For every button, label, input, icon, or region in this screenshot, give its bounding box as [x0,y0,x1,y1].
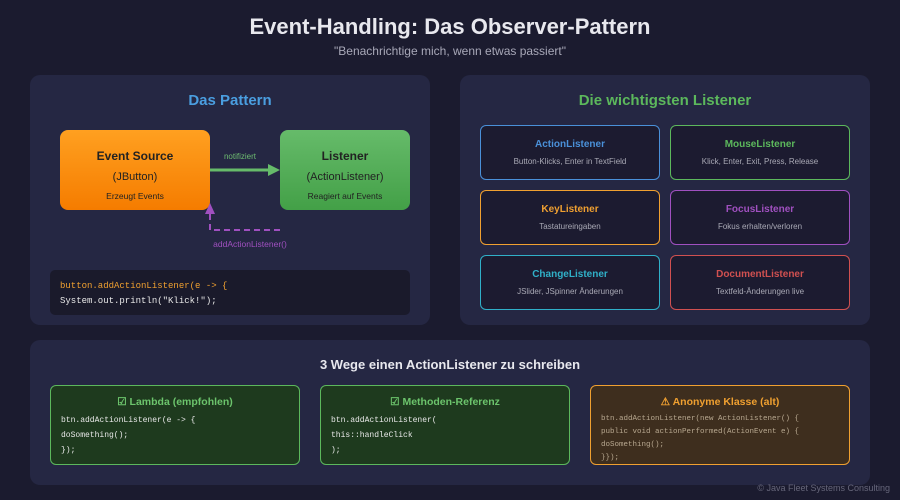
listener-name: FocusListener [725,204,795,215]
listener-desc: Klick, Enter, Exit, Press, Release [701,157,819,166]
pattern-title: Das Pattern [188,92,272,109]
code-line: button.addActionListener(e -> { [60,281,228,291]
event-source-box: Event Source (JButton) Erzeugt Events [60,130,210,210]
way-title: Lambda (empfohlen) [129,396,233,408]
code-line: btn.addActionListener(new ActionListener… [601,415,800,423]
way-title: Methoden-Referenz [402,396,500,408]
listeners-title: Die wichtigsten Listener [578,92,752,109]
checkbox-icon: ☑ [390,396,400,408]
way-title: Anonyme Klasse (alt) [672,396,780,408]
way-card: ☑ Lambda (empfohlen) btn.addActionListene… [50,385,300,465]
code-line: btn.addActionListener( [331,416,437,425]
listener-name: MouseListener [724,139,796,150]
pattern-code: button.addActionListener(e -> { System.o… [50,270,410,315]
listener-desc: Textfeld-Änderungen live [715,287,805,296]
code-line: }}); [601,454,620,462]
pattern-panel: Das Pattern Event Source (JButton) Erzeu… [30,75,430,325]
code-line: System.out.println("Klick!"); [60,296,217,306]
source-type: (JButton) [112,171,158,183]
page-subtitle: "Benachrichtige mich, wenn etwas passier… [334,44,566,58]
listener-type: (ActionListener) [306,171,384,183]
listener-title: Listener [321,149,369,163]
way-card: ☑ Methoden-Referenz btn.addActionListener… [320,385,570,465]
page-title: Event-Handling: Das Observer-Pattern [249,14,651,39]
footer-copyright: © Java Fleet Systems Consulting [757,483,890,493]
code-line: public void actionPerformed(ActionEvent … [601,428,800,436]
code-line: doSomething(); [601,441,665,449]
code-line: ); [331,446,341,455]
notify-label: notifiziert [223,152,256,161]
listener-desc: Button-Klicks, Enter in TextField [513,157,627,166]
warning-icon: ⚠ [660,396,671,408]
listener-name: KeyListener [541,204,599,215]
pattern-arrows [205,164,280,231]
listener-name: DocumentListener [716,269,804,280]
source-desc: Erzeugt Events [106,191,164,201]
code-line: doSomething(); [61,431,129,440]
listener-name: ActionListener [534,139,605,150]
listener-name: ChangeListener [532,269,608,280]
code-line: btn.addActionListener(e -> { [61,416,196,425]
listener-desc: Tastatureingaben [539,222,601,231]
ways-title: 3 Wege einen ActionListener zu schreiben [319,357,581,372]
register-arrowhead [205,203,215,214]
way-card: ⚠ Anonyme Klasse (alt) btn.addActionListe… [590,385,850,465]
notify-arrowhead [268,164,280,176]
source-title: Event Source [96,149,174,163]
checkbox-icon: ☑ [117,396,127,408]
register-arrow [209,212,280,231]
listener-box: Listener (ActionListener) Reagiert auf E… [280,130,410,210]
listener-desc: JSlider, JSpinner Änderungen [517,287,623,296]
code-line: }); [61,446,76,455]
listener-desc: Fokus erhalten/verloren [717,222,803,231]
register-label: addActionListener() [213,239,287,249]
listener-desc: Reagiert auf Events [307,191,383,201]
ways-panel: 3 Wege einen ActionListener zu schreiben… [30,340,870,485]
code-line: this::handleClick [331,431,413,440]
